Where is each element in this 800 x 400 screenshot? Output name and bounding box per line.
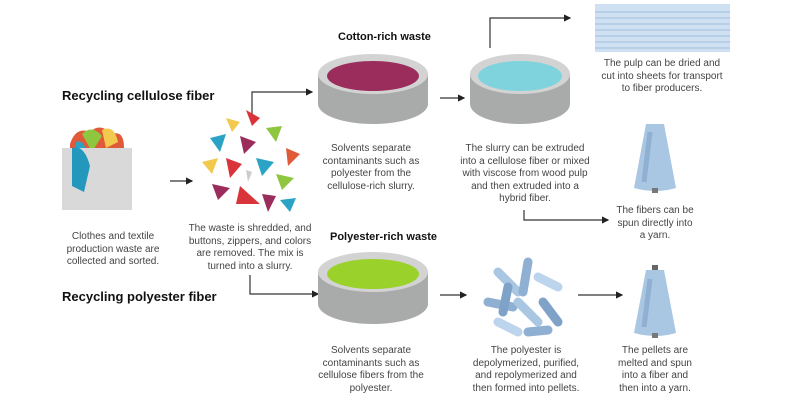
clothes-pile-icon [62,127,132,210]
pulp-sheets-icon [595,4,730,52]
yarn-cone-icon [634,124,676,193]
arrow-shred-to-cotton [251,88,314,118]
caption-poly-solvent: Solvents separate contaminants such as c… [318,345,424,394]
caption-spun: The fibers can be spun directly into a y… [616,205,694,241]
section-title-polyester: Recycling polyester fiber [62,289,217,304]
cellulose-slurry-bowl-icon [470,54,570,124]
cotton-rich-bowl-icon [318,54,428,124]
section-title-cellulose: Recycling cellulose fiber [62,88,215,103]
polyester-rich-bowl-icon [318,252,428,324]
arrow-slurry-to-sheets [489,14,572,48]
caption-collect: Clothes and textile production waste are… [66,231,160,267]
caption-depoly: The polyester is depolymerized, purified… [472,345,580,394]
shredded-waste-icon [202,110,300,212]
caption-pulp: The pulp can be dried and cut into sheet… [601,58,723,94]
pellet-yarn-cone-icon [634,265,676,338]
caption-cotton-solvent: Solvents separate contaminants such as p… [322,143,420,192]
arrow-slurry-to-yarn [523,210,610,224]
arrow-shred-to-polyester [249,275,320,298]
label-cotton-rich: Cotton-rich waste [338,31,431,43]
label-polyester-rich: Polyester-rich waste [330,231,437,243]
caption-pellets: The pellets are melted and spun into a f… [618,345,692,394]
caption-shred: The waste is shredded, and buttons, zipp… [188,223,312,272]
caption-extrude: The slurry can be extruded into a cellul… [460,143,590,204]
polyester-pellets-icon [483,257,563,337]
